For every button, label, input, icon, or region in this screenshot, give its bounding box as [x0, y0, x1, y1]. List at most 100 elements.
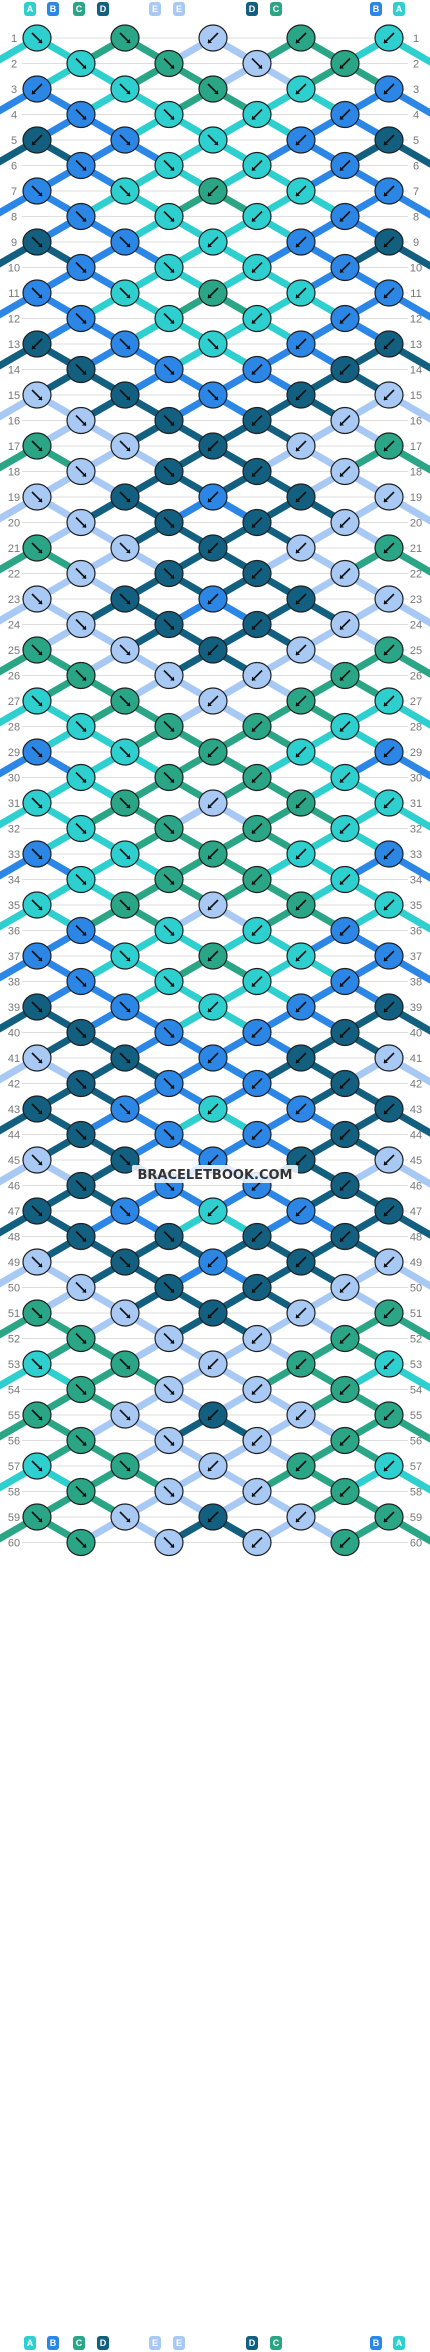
knot: [66, 661, 96, 690]
arrow-head-icon: [296, 753, 300, 757]
arrow-head-icon: [296, 549, 300, 553]
arrow-head-icon: [82, 472, 86, 477]
arrow-head-icon: [208, 702, 212, 706]
row-number-right: 2: [413, 59, 419, 71]
arrow-head-icon: [296, 651, 300, 655]
arrow-head-icon: [384, 906, 388, 910]
row-number-right: 39: [410, 1002, 422, 1014]
knot: [22, 1044, 52, 1072]
arrow-head-icon: [82, 166, 86, 171]
row-number-left: 24: [8, 620, 20, 632]
strand-tab-label: D: [100, 2338, 107, 2348]
knot: [242, 814, 272, 843]
strand-tab-color: [73, 2, 85, 16]
knot: [242, 508, 272, 537]
knot: [198, 228, 228, 256]
knot: [198, 75, 228, 103]
strand-tab-color: [393, 2, 405, 16]
strand-tab-top: B: [370, 2, 382, 16]
knot: [330, 559, 360, 588]
row-number-left: 8: [11, 212, 17, 224]
row-number-left: 35: [8, 900, 20, 912]
arrow-head-icon: [38, 294, 42, 298]
strand-tab-bottom: C: [270, 2336, 282, 2350]
knot: [110, 177, 140, 205]
arrow-head-icon: [384, 1110, 388, 1114]
knot: [66, 865, 96, 894]
arrow-head-icon: [340, 931, 344, 936]
knot: [66, 457, 96, 486]
arrow-head-icon: [82, 319, 86, 324]
row-number-right: 40: [410, 1028, 422, 1040]
arrow-head-icon: [384, 1518, 388, 1522]
row-number-right: 35: [410, 900, 422, 912]
knot: [374, 279, 404, 307]
knot: [330, 355, 360, 384]
strand-tab-color: [370, 2336, 382, 2350]
arrow-head-icon: [126, 141, 130, 145]
row-number-left: 33: [8, 849, 20, 861]
arrow-head-icon: [340, 982, 344, 987]
row-number-left: 52: [8, 1334, 20, 1346]
row-number-right: 30: [410, 773, 422, 785]
knot: [242, 49, 272, 78]
arrow-head-icon: [252, 778, 256, 783]
row-number-left: 2: [11, 59, 17, 71]
knot: [154, 508, 184, 537]
row-number-left: 58: [8, 1487, 20, 1499]
arrow-head-icon: [340, 217, 344, 222]
row-number-right: 15: [410, 390, 422, 402]
knot: [286, 942, 316, 970]
knot: [110, 1452, 140, 1480]
strand-tab-top: E: [149, 2, 161, 16]
knot: [22, 840, 52, 868]
row-number-left: 20: [8, 518, 20, 530]
knot: [66, 49, 96, 78]
row-number-right: 26: [410, 671, 422, 683]
strand-tab-top: C: [270, 2, 282, 16]
knot: [154, 610, 184, 639]
arrow-head-icon: [126, 1263, 130, 1267]
arrow-head-icon: [126, 192, 130, 196]
arrow-head-icon: [296, 39, 300, 43]
arrow-head-icon: [252, 115, 256, 120]
strand-tab-top: A: [24, 2, 36, 16]
row-number-right: 44: [410, 1130, 422, 1142]
knot: [286, 1248, 316, 1276]
arrow-head-icon: [340, 1033, 344, 1038]
row-number-right: 5: [413, 135, 419, 147]
knot: [110, 432, 140, 460]
arrow-head-icon: [82, 1237, 86, 1242]
arrow-head-icon: [384, 498, 388, 502]
row-number-left: 46: [8, 1181, 20, 1193]
knot: [374, 1350, 404, 1378]
row-number-left: 50: [8, 1283, 20, 1295]
knot: [22, 279, 52, 307]
knot: [66, 1324, 96, 1353]
knot: [22, 942, 52, 970]
arrow-head-icon: [38, 192, 42, 196]
arrow-head-icon: [82, 370, 86, 375]
arrow-head-icon: [208, 1110, 212, 1114]
knot: [66, 916, 96, 945]
knot: [330, 1018, 360, 1047]
knot: [154, 49, 184, 78]
knot: [154, 202, 184, 231]
row-number-left: 26: [8, 671, 20, 683]
knot: [22, 1452, 52, 1480]
knot: [22, 1503, 52, 1531]
arrow-head-icon: [208, 192, 212, 196]
arrow-head-icon: [208, 1263, 212, 1267]
knot: [374, 381, 404, 409]
row-number-right: 54: [410, 1385, 422, 1397]
arrow-head-icon: [214, 90, 218, 94]
arrow-head-icon: [38, 1110, 42, 1114]
arrow-head-icon: [38, 957, 42, 961]
knot: [374, 1095, 404, 1123]
knot: [198, 636, 228, 664]
row-number-left: 19: [8, 492, 20, 504]
knot: [242, 202, 272, 231]
knot: [242, 457, 272, 486]
arrow-head-icon: [126, 1467, 130, 1471]
arrow-head-icon: [170, 727, 174, 732]
